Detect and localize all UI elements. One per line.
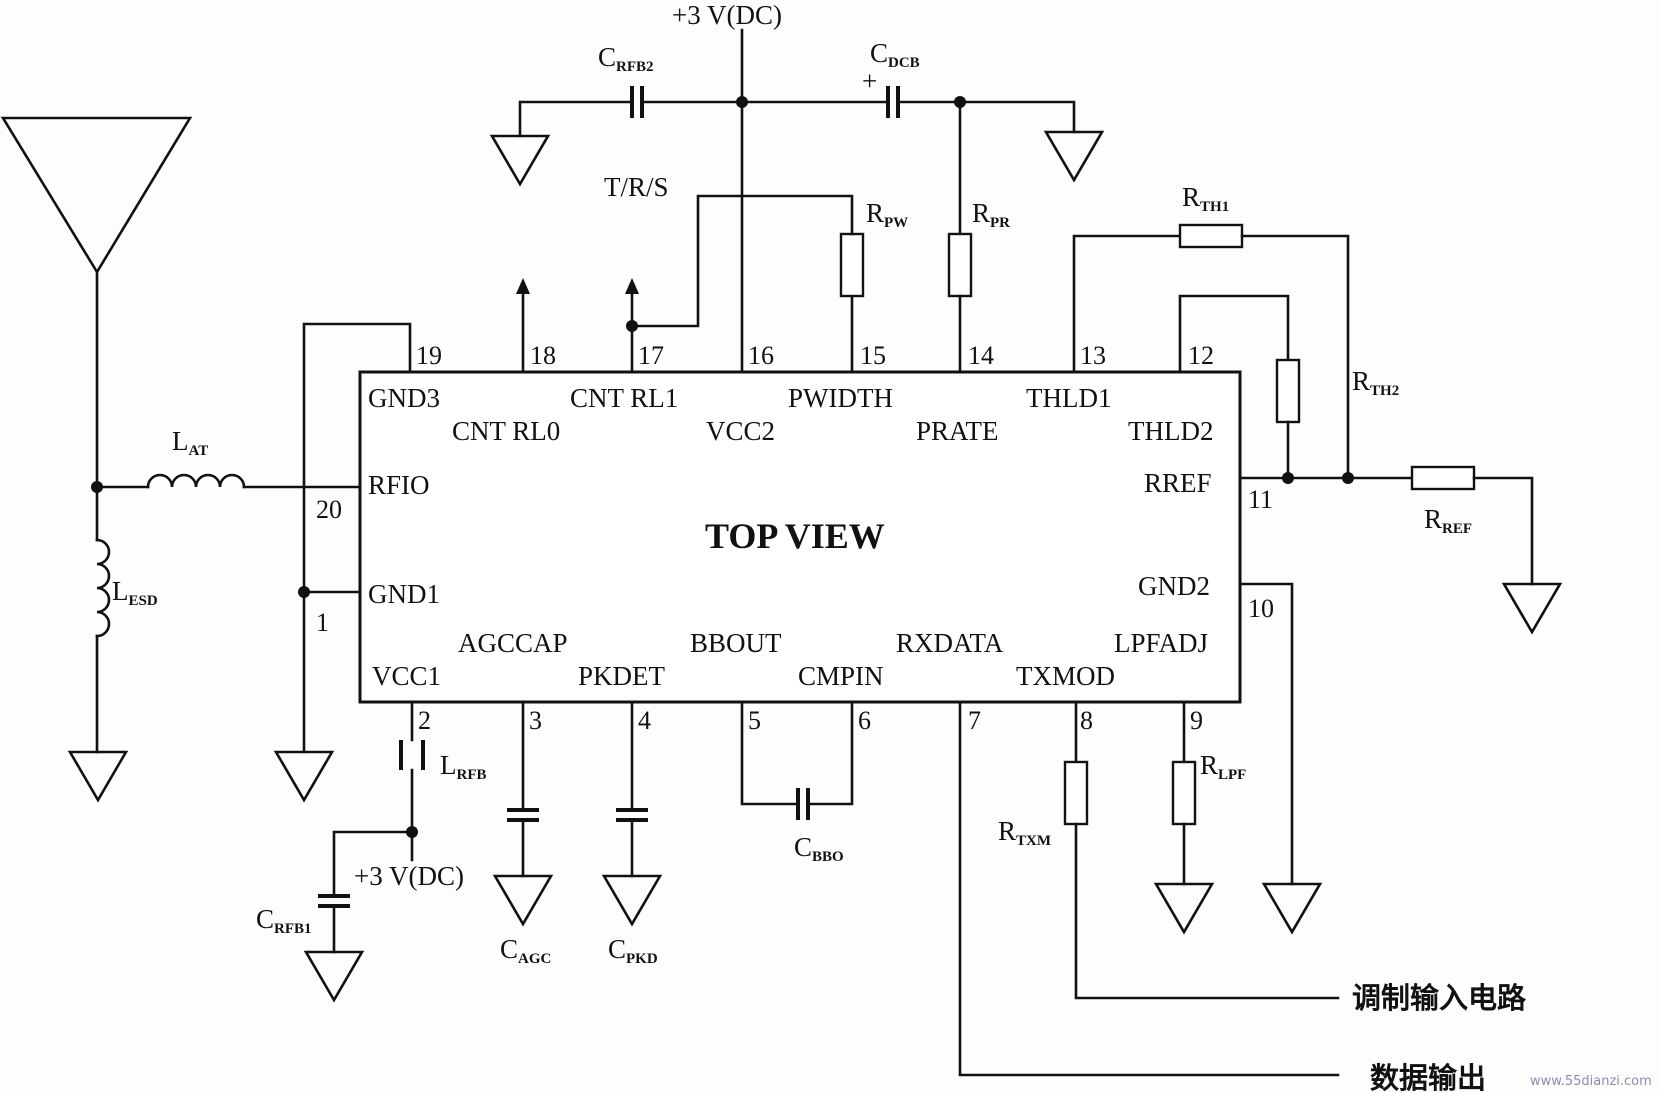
pin-name: AGCCAP	[458, 628, 568, 658]
pin-number: 16	[748, 341, 774, 370]
pin-name: GND2	[1138, 571, 1210, 601]
pin-name: VCC1	[372, 661, 441, 691]
resistor-r-pw	[839, 232, 865, 298]
pin-number: 14	[968, 341, 994, 370]
pin-number: 7	[968, 706, 981, 735]
pin-name: PWIDTH	[788, 383, 893, 413]
pin-name: GND3	[368, 383, 440, 413]
r-th1-label: RTH1	[1182, 182, 1229, 215]
pin-number: 1	[316, 608, 329, 637]
r-lpf-label: RLPF	[1200, 750, 1246, 783]
pin-name: THLD1	[1026, 383, 1111, 413]
l-esd-label: LESD	[112, 576, 158, 609]
arrow-up-icon	[516, 278, 530, 294]
pin-name: RREF	[1144, 468, 1212, 498]
pin-name: RFIO	[368, 470, 430, 500]
resistor-r-lpf	[1171, 760, 1197, 826]
pin-name: RXDATA	[896, 628, 1004, 658]
pin-number: 4	[638, 706, 651, 735]
modulation-input-label: 调制输入电路	[1352, 981, 1527, 1015]
ground-icon	[489, 134, 551, 187]
pin-number: 15	[860, 341, 886, 370]
inductor-l-esd	[95, 538, 111, 638]
pin-name: GND1	[368, 579, 440, 609]
watermark: www.55dianzi.com	[1530, 1074, 1652, 1089]
pin-name: CNT RL1	[570, 383, 678, 413]
pin-name: VCC2	[706, 416, 775, 446]
trs-label: T/R/S	[604, 172, 669, 202]
pin-number: 2	[418, 706, 431, 735]
pin-number: 19	[416, 341, 442, 370]
pin-name: CMPIN	[798, 661, 884, 691]
pin-number: 5	[748, 706, 761, 735]
ground-icon	[1501, 582, 1563, 635]
pin-number: 8	[1080, 706, 1093, 735]
ground-icon	[1261, 882, 1323, 935]
inductor-l-at	[146, 473, 246, 489]
resistor-r-pr	[947, 232, 973, 298]
r-pr-label: RPR	[972, 198, 1010, 231]
pin-name: LPFADJ	[1114, 628, 1208, 658]
ground-icon	[303, 950, 365, 1003]
pin-name: CNT RL0	[452, 416, 560, 446]
antenna-icon	[0, 116, 193, 489]
pin-name: PRATE	[916, 416, 999, 446]
r-ref-label: RREF	[1424, 504, 1472, 537]
c-agc-label: CAGC	[500, 934, 551, 967]
pin-number: 17	[638, 341, 664, 370]
r-pw-label: RPW	[866, 198, 908, 231]
r-th2-label: RTH2	[1352, 366, 1399, 399]
ground-icon	[1043, 130, 1105, 183]
pin-name: PKDET	[578, 661, 666, 691]
c-rfb1-label: CRFB1	[256, 904, 312, 937]
data-output-label: 数据输出	[1370, 1061, 1486, 1093]
c-rfb2-label: CRFB2	[598, 42, 654, 75]
resistor-r-ref	[1410, 465, 1476, 491]
pin-name: TXMOD	[1016, 661, 1115, 691]
arrow-up-icon	[625, 278, 639, 294]
ic-body	[358, 370, 1242, 704]
ground-icon	[601, 874, 663, 927]
resistor-r-th2	[1275, 358, 1301, 424]
pin-number: 9	[1190, 706, 1203, 735]
pin-number: 10	[1248, 594, 1274, 623]
r-txm-label: RTXM	[998, 816, 1051, 849]
pin-number: 20	[316, 495, 342, 524]
pin-number: 3	[529, 706, 542, 735]
chip-title: TOP VIEW	[705, 516, 885, 556]
ground-icon	[492, 874, 554, 927]
supply-top-label: +3 V(DC)	[672, 0, 782, 30]
pin-number: 6	[858, 706, 871, 735]
c-pkd-label: CPKD	[608, 934, 658, 967]
pin-name: BBOUT	[690, 628, 782, 658]
pin-number: 13	[1080, 341, 1106, 370]
ground-icon	[1153, 882, 1215, 935]
l-rfb-label: LRFB	[440, 750, 487, 783]
c-dcb-label: CDCB	[870, 38, 920, 71]
c-bbo-label: CBBO	[794, 832, 844, 865]
c-dcb-plus: +	[862, 66, 877, 96]
pin-number: 18	[530, 341, 556, 370]
pin-number: 12	[1188, 341, 1214, 370]
ground-icon	[273, 750, 335, 803]
resistor-r-txm	[1063, 760, 1089, 826]
pin-number: 11	[1248, 485, 1273, 514]
resistor-r-th1	[1178, 223, 1244, 249]
ground-icon	[67, 750, 129, 803]
l-at-label: LAT	[172, 426, 208, 459]
pin-name: THLD2	[1128, 416, 1213, 446]
supply-bottom-label: +3 V(DC)	[354, 861, 464, 891]
